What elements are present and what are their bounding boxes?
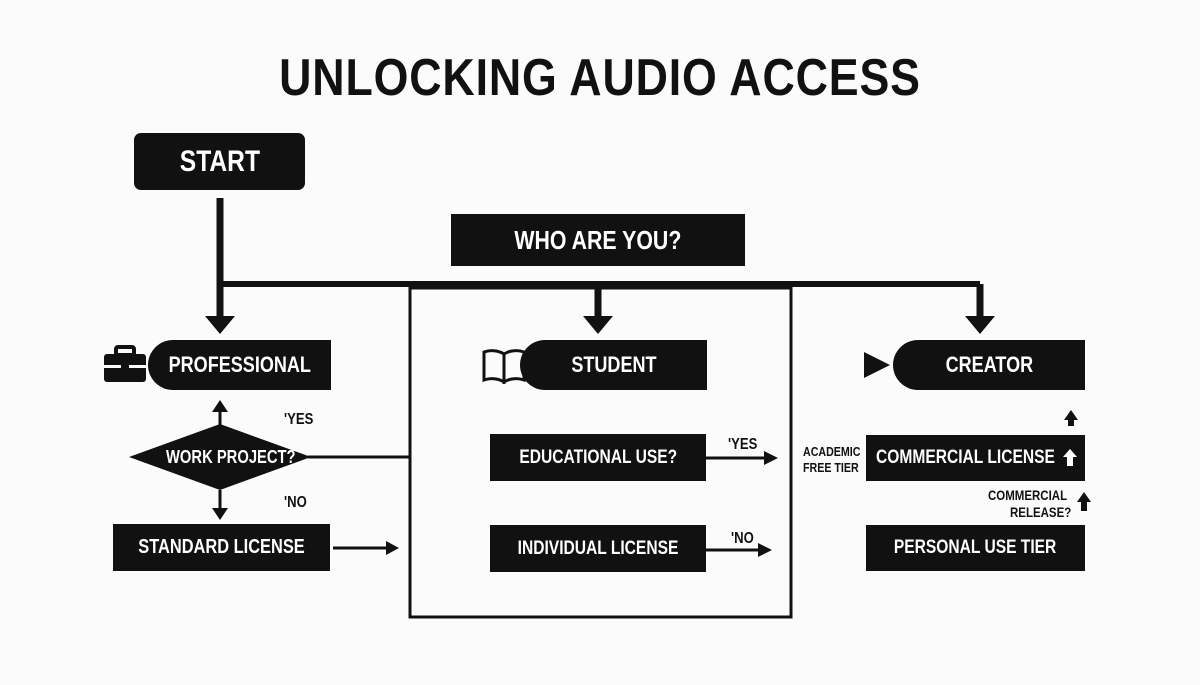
- up-arrow-icon: [1063, 449, 1077, 466]
- question-node: WHO ARE YOU?: [451, 214, 745, 266]
- creator-label: CREATOR: [945, 352, 1033, 377]
- play-icon: [864, 352, 890, 378]
- student-node: STUDENT: [520, 340, 707, 390]
- standard-license-label: STANDARD LICENSE: [138, 536, 305, 558]
- personal-use-tier-node: PERSONAL USE TIER: [866, 525, 1085, 571]
- page-title: UNLOCKING AUDIO ACCESS: [279, 49, 921, 107]
- student-no: 'NO: [731, 530, 754, 547]
- professional-label: PROFESSIONAL: [168, 352, 311, 377]
- standard-license-node: STANDARD LICENSE: [113, 524, 330, 571]
- student-label: STUDENT: [570, 352, 657, 377]
- commercial-license-node: COMMERCIAL LICENSE: [866, 435, 1085, 481]
- educational-use-label: EDUCATIONAL USE?: [519, 446, 677, 468]
- decision-diamond: [129, 424, 311, 490]
- individual-license-node: INDIVIDUAL LICENSE: [490, 525, 706, 572]
- individual-license-label: INDIVIDUAL LICENSE: [517, 537, 679, 559]
- start-node: START: [134, 133, 305, 190]
- personal-use-tier-label: PERSONAL USE TIER: [894, 537, 1057, 558]
- professional-decision: WORK PROJECT?: [166, 447, 296, 467]
- professional-no: 'NO: [284, 494, 307, 511]
- briefcase-icon: [104, 345, 146, 382]
- professional-yes: 'YES: [284, 411, 314, 428]
- educational-use-node: EDUCATIONAL USE?: [490, 434, 706, 481]
- commercial-license-label: COMMERCIAL LICENSE: [876, 447, 1055, 468]
- creator-node: CREATOR: [893, 340, 1085, 390]
- student-yes: 'YES: [728, 436, 758, 453]
- professional-node: PROFESSIONAL: [148, 340, 331, 390]
- start-label: START: [179, 144, 260, 178]
- question-label: WHO ARE YOU?: [514, 224, 682, 255]
